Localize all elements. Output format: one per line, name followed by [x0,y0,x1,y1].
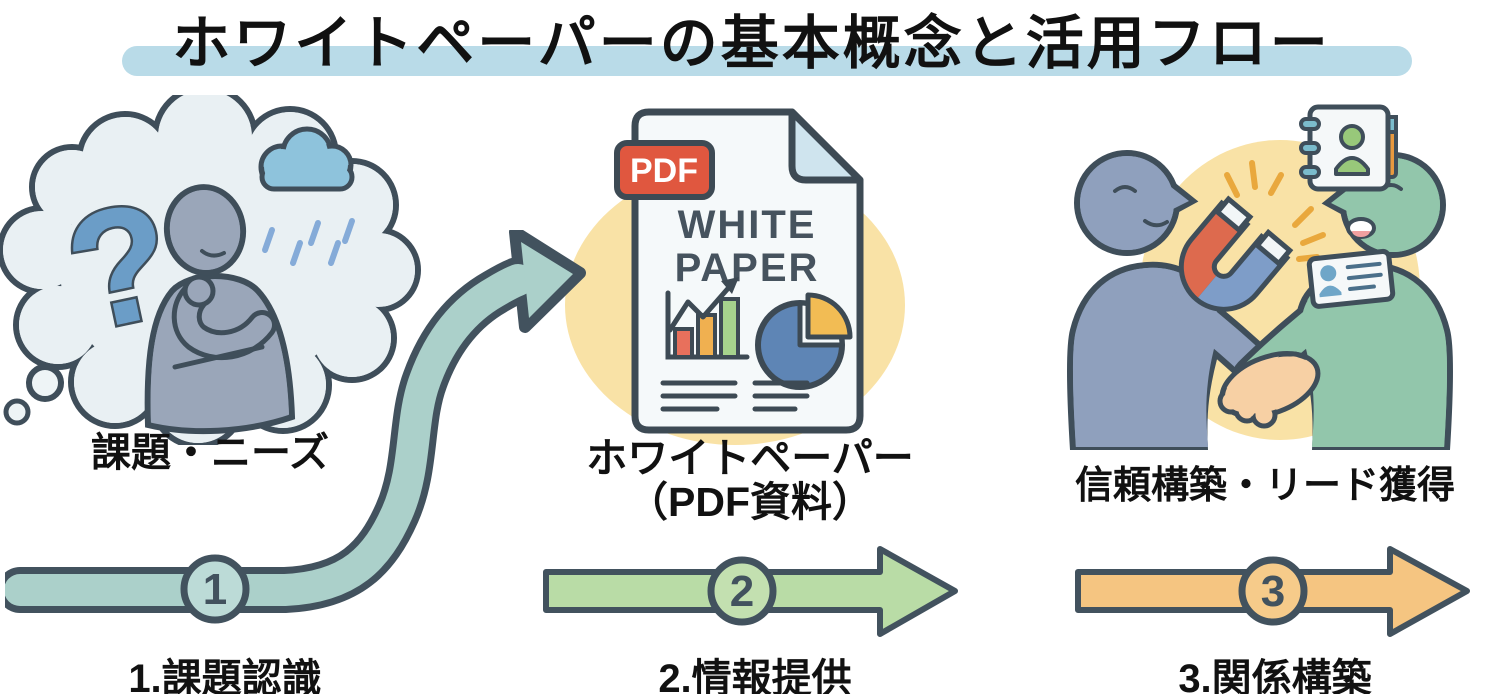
pdf-badge: PDF [614,140,715,200]
stage-3-caption: 信頼構築・リード獲得 [1074,465,1455,507]
handshake-illustration [1067,104,1453,450]
title-highlight-bar [122,46,1412,76]
spiral-rings [1299,117,1321,179]
magnet-tip [1214,195,1254,234]
magnet-icon [1178,195,1294,312]
arm-on-chin [176,287,272,356]
stage-2-caption-line1: ホワイトペーパー [586,435,914,481]
step-badge-1: 1 [180,554,250,624]
contact-avatar [1339,124,1365,150]
step-badge-2: 2 [707,556,777,626]
pie-chart-icon [755,292,853,390]
closed-eye [1113,185,1137,193]
folded-corner [788,108,864,184]
page-title: ホワイトペーパーの基本概念と活用フロー [172,11,1331,76]
flow-arrow-2: 2 [543,546,958,637]
contact-book-icon [1299,104,1398,192]
worried-face-line [200,249,226,258]
pie-slice [805,292,853,340]
rain-drops [262,218,355,266]
step-badge-1-number: 1 [203,565,227,614]
thinking-person-icon [144,184,296,435]
step-badge-2-number: 2 [730,567,754,616]
fist [182,274,216,308]
step-3-label: 3.関係構築 [1178,657,1372,694]
folded-arm-line [172,344,265,370]
step-2-label: 2.情報提供 [658,657,852,694]
trend-arrowhead [721,277,739,294]
bubble-trail-dot [3,398,31,426]
step-badge-3-number: 3 [1261,567,1285,616]
tongue [1352,231,1370,237]
smile [1143,219,1169,228]
right-person-icon [1232,152,1453,450]
business-card-icon [1306,248,1396,309]
card-avatar [1320,265,1337,282]
pdf-badge-label: PDF [630,152,698,190]
flow-arrow-1: 1 [5,230,586,624]
handshake-icon [1217,351,1321,429]
rain-cloud-icon [258,126,355,266]
flow-arrow-3: 3 [1075,546,1470,637]
magnet-tip [1253,228,1294,267]
doc-title-line2: PAPER [675,246,820,290]
stage-2-caption: ホワイトペーパー （PDF資料） [555,436,945,524]
thought-bubble-illustration: ? [0,95,421,445]
step-badge-3: 3 [1238,556,1308,626]
white-paper-illustration: PDF WHITE PAPER [565,108,905,445]
stage-2-caption-line2: （PDF資料） [627,479,873,525]
card-text-lines [1345,261,1383,292]
bar-chart-icon [665,277,750,360]
step-1-label: 1.課題認識 [128,657,322,694]
doc-text-lines [660,380,810,412]
stage-1-caption: 課題・ニーズ [91,431,329,475]
bubble-trail-dot [26,364,64,402]
doc-title-line1: WHITE [678,203,817,247]
